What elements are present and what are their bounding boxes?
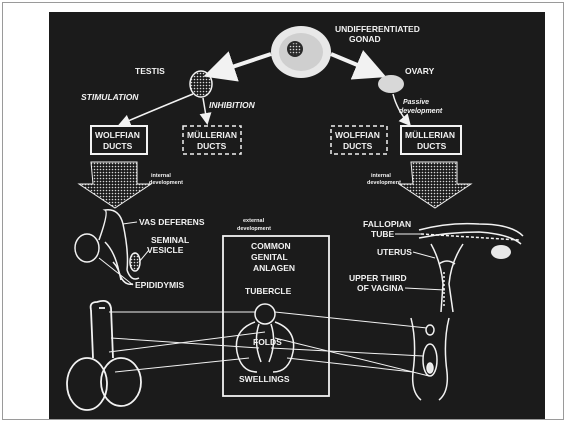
seminal-label-2: VESICLE <box>147 245 184 255</box>
male-wolffian-box: WOLFFIAN DUCTS <box>91 126 147 154</box>
common-label-1: COMMON <box>251 241 291 251</box>
diagram-slide: UNDIFFERENTIATED GONAD TESTIS OVARY STIM… <box>49 12 545 419</box>
svg-text:WOLFFIAN: WOLFFIAN <box>335 130 380 140</box>
arrow-to-ovary <box>331 54 379 74</box>
uterus-pointer <box>413 252 435 258</box>
common-label-2: GENITAL <box>251 252 288 262</box>
ovary-label: OVARY <box>405 66 435 76</box>
inhibition-label: INHIBITION <box>209 100 256 110</box>
testis-label: TESTIS <box>135 66 165 76</box>
male-mullerian-box: MÜLLERIAN DUCTS <box>183 126 241 154</box>
external-label-1: external <box>243 218 265 224</box>
vagina-pointer <box>405 288 445 290</box>
ovary-icon <box>378 75 404 93</box>
passive-label-2: development <box>399 108 443 115</box>
seminal-label-1: SEMINAL <box>151 235 189 245</box>
female-internal-label-1: internal <box>371 173 391 179</box>
stimulation-label: STIMULATION <box>81 92 139 102</box>
male-internal-organs-icon <box>75 210 140 284</box>
svg-text:WOLFFIAN: WOLFFIAN <box>95 130 140 140</box>
female-mullerian-box: MÜLLERIAN DUCTS <box>401 126 461 154</box>
vas-deferens-label: VAS DEFERENS <box>139 217 205 227</box>
svg-text:DUCTS: DUCTS <box>197 141 227 151</box>
vas-deferens-pointer <box>123 222 137 224</box>
figure-frame: UNDIFFERENTIATED GONAD TESTIS OVARY STIM… <box>2 2 564 420</box>
male-external-genitalia-icon <box>67 301 141 410</box>
arrow-to-testis <box>211 54 271 74</box>
female-internal-arrow <box>399 162 471 208</box>
upper-third-label-1: UPPER THIRD <box>349 273 407 283</box>
swellings-label: SWELLINGS <box>239 374 290 384</box>
svg-text:DUCTS: DUCTS <box>343 141 373 151</box>
male-internal-arrow <box>79 162 151 208</box>
tubercle-label: TUBERCLE <box>245 286 292 296</box>
external-label-2: development <box>237 226 271 232</box>
male-internal-label-2: development <box>149 180 183 186</box>
svg-text:DUCTS: DUCTS <box>103 141 133 151</box>
testis-icon <box>190 71 212 97</box>
gonad-label: GONAD <box>349 34 381 44</box>
svg-text:MÜLLERIAN: MÜLLERIAN <box>405 130 455 140</box>
undifferentiated-label: UNDIFFERENTIATED <box>335 24 420 34</box>
fallopian-label-2: TUBE <box>371 229 394 239</box>
sex-differentiation-diagram: UNDIFFERENTIATED GONAD TESTIS OVARY STIM… <box>49 12 545 419</box>
undifferentiated-gonad-icon <box>271 26 331 78</box>
common-label-3: ANLAGEN <box>253 263 295 273</box>
female-internal-organs-icon <box>419 224 523 312</box>
svg-text:MÜLLERIAN: MÜLLERIAN <box>187 130 237 140</box>
female-external-genitalia-icon <box>411 318 449 400</box>
inhibition-arrow <box>203 98 207 122</box>
male-internal-label-1: internal <box>151 173 171 179</box>
upper-third-label-2: OF VAGINA <box>357 283 404 293</box>
seminal-pointer <box>139 250 149 262</box>
uterus-label: UTERUS <box>377 247 412 257</box>
fallopian-label-1: FALLOPIAN <box>363 219 411 229</box>
female-wolffian-box: WOLFFIAN DUCTS <box>331 126 387 154</box>
epididymis-label: EPIDIDYMIS <box>135 280 184 290</box>
svg-text:DUCTS: DUCTS <box>417 141 447 151</box>
passive-label-1: Passive <box>403 99 429 106</box>
female-internal-label-2: development <box>367 180 401 186</box>
